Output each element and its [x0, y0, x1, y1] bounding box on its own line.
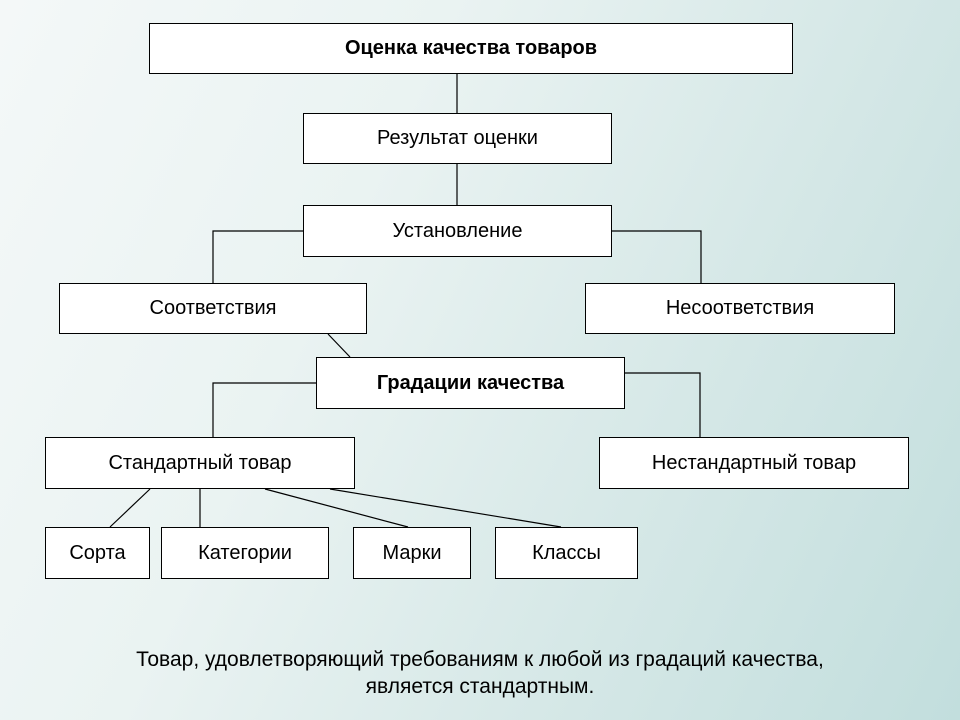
subtype-sort-box: Сорта	[45, 527, 150, 579]
subtype-class-box: Классы	[495, 527, 638, 579]
connector-gradations-standard	[212, 382, 316, 437]
compliance-node-label: Соответствия	[149, 297, 277, 319]
root-node-box: Оценка качества товаров	[149, 23, 793, 74]
caption-text: Товар, удовлетворяющий требованиям к люб…	[40, 646, 920, 700]
compliance-node-box: Соответствия	[59, 283, 367, 334]
subtype-mark-box: Марки	[353, 527, 471, 579]
caption-line-2: является стандартным.	[365, 675, 595, 698]
connector-establishment-compliance	[212, 230, 303, 283]
establishment-node-label: Установление	[392, 219, 523, 242]
result-node-box: Результат оценки	[303, 113, 612, 164]
connector-gradations-nonstandard	[625, 372, 701, 437]
connector-establishment-noncompliance	[612, 230, 702, 283]
subtype-class-label: Классы	[532, 541, 601, 564]
establishment-node-box: Установление	[303, 205, 612, 257]
root-node-label: Оценка качества товаров	[344, 37, 598, 59]
noncompliance-node-label: Несоответствия	[665, 297, 815, 319]
nonstandard-node-box: Нестандартный товар	[599, 437, 909, 489]
connector-standard-mark	[264, 488, 409, 528]
subtype-sort-label: Сорта	[69, 541, 126, 564]
gradations-node-label: Градации качества	[376, 371, 565, 394]
subtype-category-label: Категории	[198, 541, 292, 564]
result-node-label: Результат оценки	[377, 127, 538, 149]
caption-line-1: Товар, удовлетворяющий требованиям к люб…	[136, 648, 824, 671]
standard-node-box: Стандартный товар	[45, 437, 355, 489]
gradations-node-box: Градации качества	[316, 357, 625, 409]
subtype-mark-label: Марки	[382, 541, 442, 564]
connector-compliance-gradations	[327, 333, 351, 358]
subtype-category-box: Категории	[161, 527, 329, 579]
connector-standard-class	[329, 488, 562, 528]
nonstandard-node-label: Нестандартный товар	[651, 451, 857, 474]
standard-node-label: Стандартный товар	[108, 451, 292, 474]
noncompliance-node-box: Несоответствия	[585, 283, 895, 334]
connector-standard-sort	[109, 488, 151, 528]
